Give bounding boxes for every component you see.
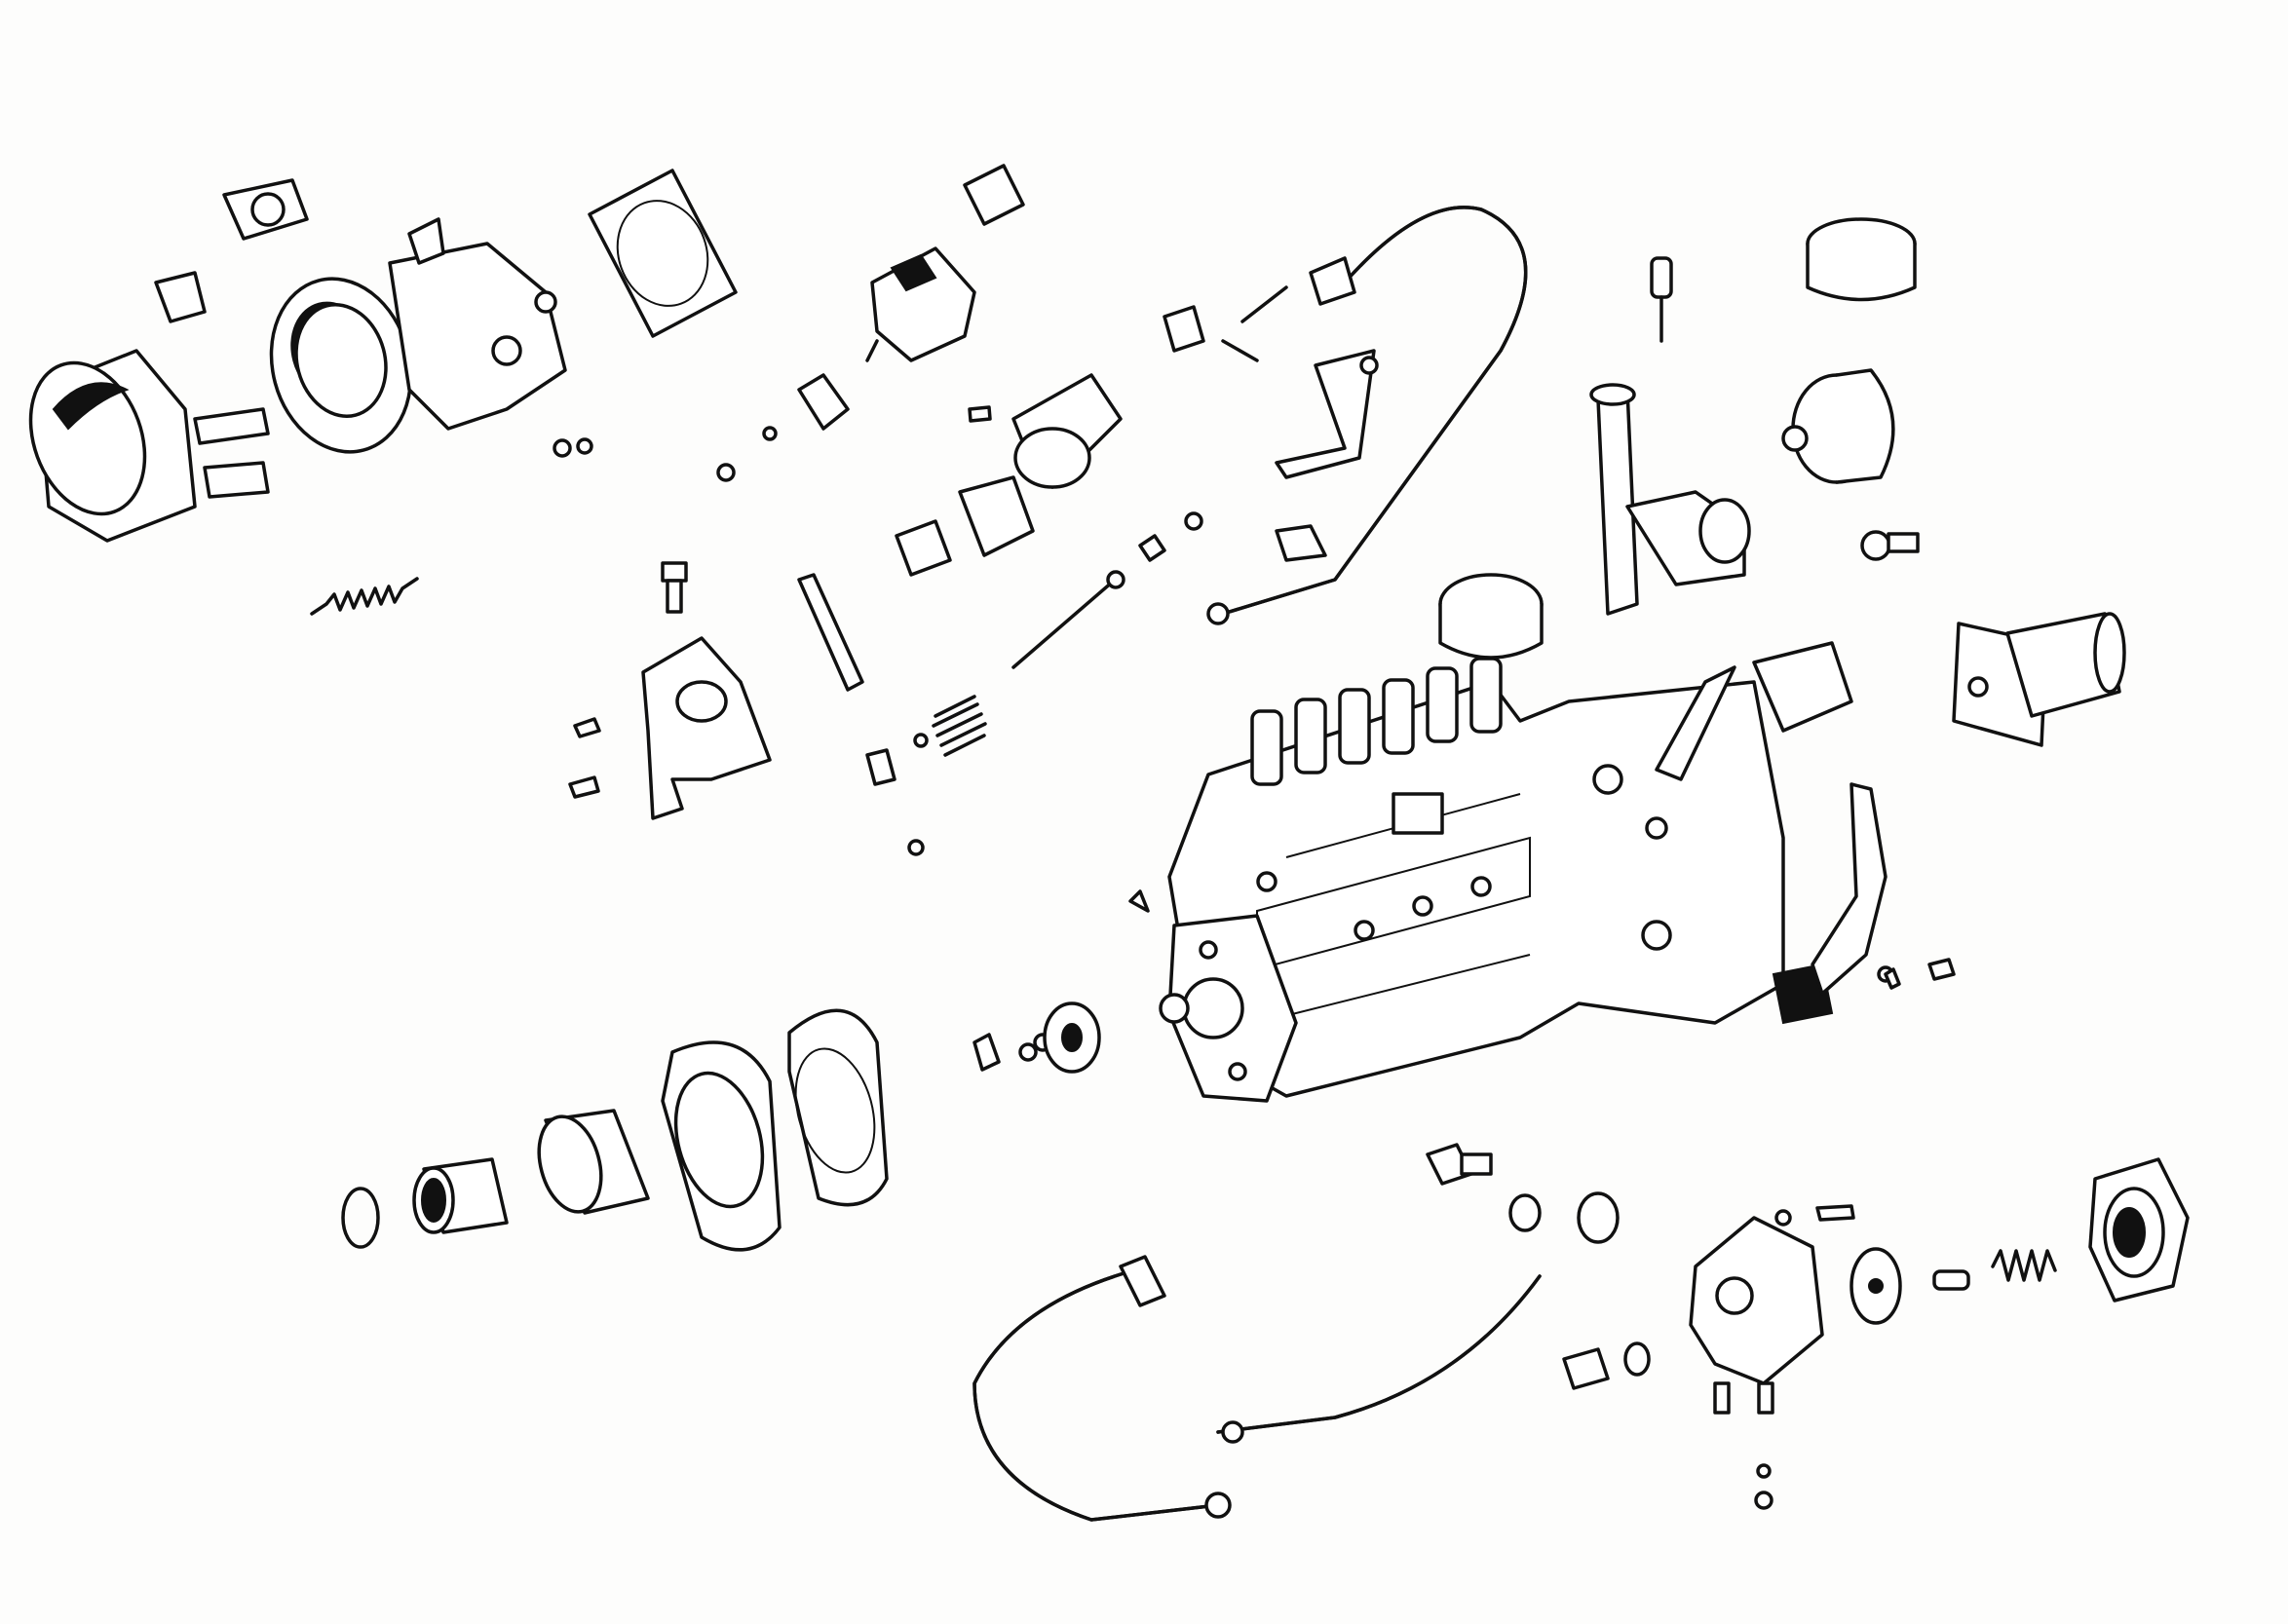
feed-spring [1991, 1249, 2057, 1282]
feed-pump [1562, 1204, 1855, 1415]
pump-flange [2088, 1157, 2190, 1303]
compression-spring [932, 695, 987, 757]
intake-ring [28, 271, 270, 543]
plunger-pin [1932, 1269, 1970, 1291]
sleeve [537, 1109, 650, 1215]
small-screws [568, 405, 992, 799]
braided-hose [1216, 1191, 1620, 1444]
throttle-housing [269, 217, 567, 454]
flange-gasket [661, 1040, 782, 1252]
pump-disc [1849, 1247, 1902, 1325]
gasket [588, 169, 738, 338]
snap-ring [341, 1187, 380, 1249]
filter-cap [1806, 217, 1917, 302]
banjo-bolt [1860, 530, 1920, 561]
tension-spring [310, 577, 419, 616]
adjusting-rod [1011, 511, 1203, 669]
fuel-hose [972, 1255, 1232, 1522]
bracket [641, 636, 772, 820]
lever-plate [1811, 782, 1956, 996]
fuel-pipe [1163, 206, 1528, 625]
governor-housing [797, 373, 1123, 577]
bolt [661, 561, 688, 614]
drive-gear [972, 1001, 1101, 1074]
gasket-2 [787, 1008, 889, 1207]
oil-filter-canister [1781, 368, 1895, 484]
throttle-flange [222, 178, 309, 241]
banjo-union [1426, 1143, 1542, 1232]
control-rack [797, 573, 864, 692]
stop-solenoid-assembly [1952, 612, 2126, 747]
needle-bearing [412, 1157, 509, 1234]
sliding-block [865, 733, 929, 786]
injection-pump [1159, 383, 1853, 1103]
locator-key [1128, 889, 1150, 913]
pipe-bracket [1275, 349, 1379, 562]
delivery-valve-holders [1250, 657, 1503, 786]
stop-solenoid [865, 164, 1025, 362]
bleed-screw [1650, 256, 1673, 343]
